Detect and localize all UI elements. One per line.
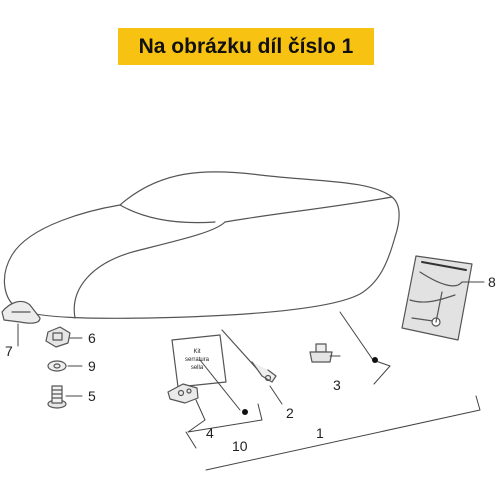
callout-5: 5 [88, 388, 96, 404]
part-3-bumper [309, 343, 333, 363]
part-7-trim [1, 300, 41, 324]
callout-10: 10 [232, 438, 248, 454]
part-8-pouch [401, 255, 473, 341]
ref-dot-4 [242, 409, 248, 415]
kit-box [171, 334, 227, 388]
callout-1: 1 [316, 425, 324, 441]
callout-9: 9 [88, 358, 96, 374]
seat-cushion [3, 171, 400, 319]
callout-6: 6 [88, 330, 96, 346]
banner-text: Na obrázku díl číslo 1 [138, 34, 354, 58]
callout-4: 4 [206, 425, 214, 441]
kit-label-line2: serratura [185, 357, 210, 363]
callout-8: 8 [488, 274, 496, 290]
part-4-latch [167, 383, 199, 404]
ref-dot-3 [372, 357, 378, 363]
callout-2: 2 [286, 405, 294, 421]
part-6-nut [45, 326, 71, 348]
part-5-screw [47, 385, 67, 409]
part-2-cable [221, 329, 277, 383]
part-9-washer [47, 360, 67, 372]
part-number-banner: Na obrázku díl číslo 1 [118, 28, 374, 65]
leader-lines [17, 281, 485, 471]
callout-7: 7 [5, 343, 13, 359]
kit-label-line3: sella [191, 365, 204, 371]
kit-label-line1: Kit [193, 349, 200, 355]
callout-3: 3 [333, 377, 341, 393]
